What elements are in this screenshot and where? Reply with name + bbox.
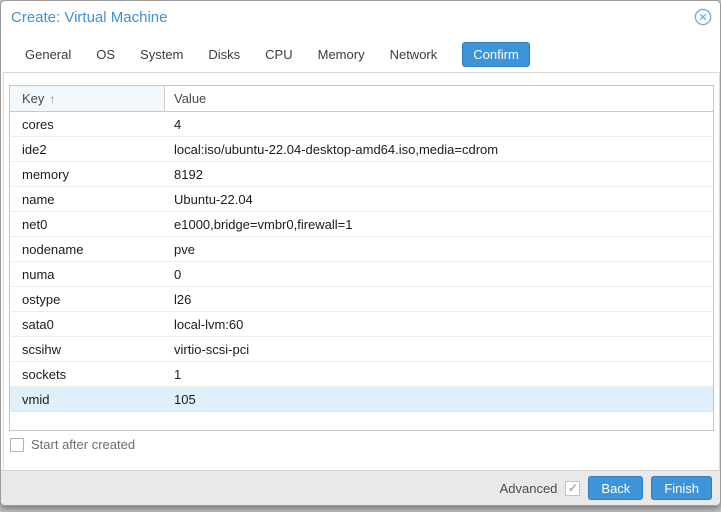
cell-value: 4: [174, 116, 182, 132]
column-header-key[interactable]: Key ↑: [10, 86, 165, 111]
wizard-tabbar: General OS System Disks CPU Memory Network Conf…: [25, 40, 530, 68]
table-row-net0[interactable]: net0 e1000,bridge=vmbr0,firewall=1: [10, 212, 713, 237]
table-row-numa[interactable]: numa 0: [10, 262, 713, 287]
cell-value: l26: [174, 291, 192, 307]
cell-key: numa: [22, 266, 55, 282]
grid-header: Key ↑ Value: [10, 86, 713, 112]
cell-value: 105: [174, 391, 196, 407]
cell-key: ide2: [22, 141, 47, 157]
start-after-created-label: Start after created: [31, 437, 136, 452]
table-row-ide2[interactable]: ide2 local:iso/ubuntu-22.04-desktop-amd64…: [10, 137, 713, 162]
confirm-panel: Key ↑ Value cores 4 ide2 local:iso/ubuntu-2…: [3, 72, 720, 471]
column-value-label: Value: [174, 91, 207, 106]
tab-cpu[interactable]: CPU: [265, 46, 293, 62]
column-header-value[interactable]: Value: [165, 86, 713, 111]
start-after-created-checkbox[interactable]: [10, 437, 24, 452]
summary-grid: Key ↑ Value cores 4 ide2 local:iso/ubuntu-2…: [9, 85, 714, 431]
sort-ascending-icon: ↑: [49, 91, 56, 106]
dialog-footer: Advanced Back Finish: [1, 470, 720, 505]
tab-disks[interactable]: Disks: [208, 46, 241, 62]
cell-key: sockets: [22, 366, 67, 382]
grid-body: cores 4 ide2 local:iso/ubuntu-22.04-desktop…: [10, 112, 713, 412]
cell-value: 1: [174, 366, 182, 382]
cell-key: name: [22, 191, 55, 207]
tab-confirm[interactable]: Confirm: [462, 41, 530, 67]
cell-value: local-lvm:60: [174, 316, 244, 332]
cell-key: net0: [22, 216, 48, 232]
advanced-label: Advanced: [499, 480, 558, 496]
tab-memory[interactable]: Memory: [317, 46, 365, 62]
tab-general[interactable]: General: [25, 46, 72, 62]
cell-value: virtio-scsi-pci: [174, 341, 250, 357]
table-row-ostype[interactable]: ostype l26: [10, 287, 713, 312]
start-after-created-field: Start after created: [10, 437, 135, 452]
table-row-memory[interactable]: memory 8192: [10, 162, 713, 187]
cell-value: local:iso/ubuntu-22.04-desktop-amd64.iso…: [174, 141, 499, 157]
cell-value: e1000,bridge=vmbr0,firewall=1: [174, 216, 353, 232]
cell-key: nodename: [22, 241, 84, 257]
finish-button[interactable]: Finish: [651, 476, 712, 500]
cell-value: 8192: [174, 166, 203, 182]
cell-value: 0: [174, 266, 182, 282]
cell-key: ostype: [22, 291, 61, 307]
table-row-sockets[interactable]: sockets 1: [10, 362, 713, 387]
back-button[interactable]: Back: [588, 476, 644, 500]
table-row-nodename[interactable]: nodename pve: [10, 237, 713, 262]
advanced-checkbox[interactable]: [565, 480, 581, 496]
cell-key: vmid: [22, 391, 50, 407]
cell-value: Ubuntu-22.04: [174, 191, 253, 207]
table-row-cores[interactable]: cores 4: [10, 112, 713, 137]
table-row-scsihw[interactable]: scsihw virtio-scsi-pci: [10, 337, 713, 362]
table-row-name[interactable]: name Ubuntu-22.04: [10, 187, 713, 212]
tab-network[interactable]: Network: [389, 46, 438, 62]
tab-os[interactable]: OS: [96, 46, 116, 62]
table-row-vmid[interactable]: vmid 105: [10, 387, 713, 412]
table-row-sata0[interactable]: sata0 local-lvm:60: [10, 312, 713, 337]
cell-value: pve: [174, 241, 195, 257]
column-key-label: Key: [22, 91, 45, 106]
cell-key: cores: [22, 116, 54, 132]
dialog-title: Create: Virtual Machine: [11, 9, 168, 26]
tab-system[interactable]: System: [140, 46, 184, 62]
close-icon[interactable]: [694, 8, 712, 26]
cell-key: scsihw: [22, 341, 62, 357]
cell-key: sata0: [22, 316, 54, 332]
cell-key: memory: [22, 166, 69, 182]
